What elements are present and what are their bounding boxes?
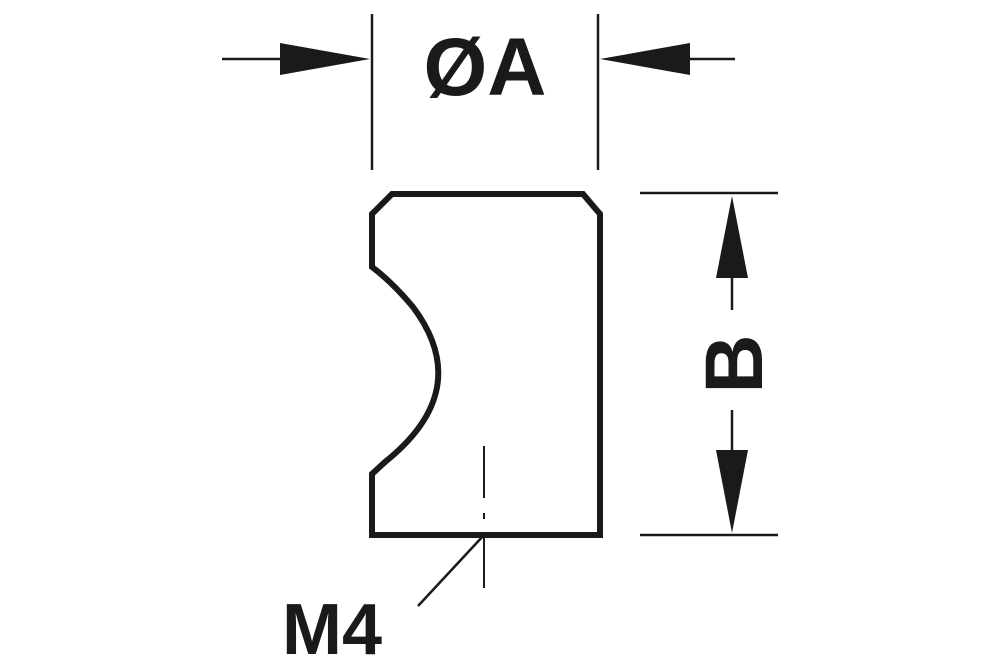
arrowhead-left [280, 43, 370, 75]
arrowhead-bottom [716, 450, 748, 533]
height-dimension: B [640, 191, 780, 537]
knob-profile [369, 191, 603, 538]
thread-callout: M4 [282, 534, 485, 667]
arrowhead-right [600, 43, 690, 75]
height-label: B [689, 334, 780, 393]
leader-line [417, 534, 485, 607]
diameter-dimension: ØA [222, 14, 735, 170]
diameter-label: ØA [424, 22, 547, 113]
arrowhead-top [716, 196, 748, 278]
thread-label: M4 [282, 590, 382, 667]
